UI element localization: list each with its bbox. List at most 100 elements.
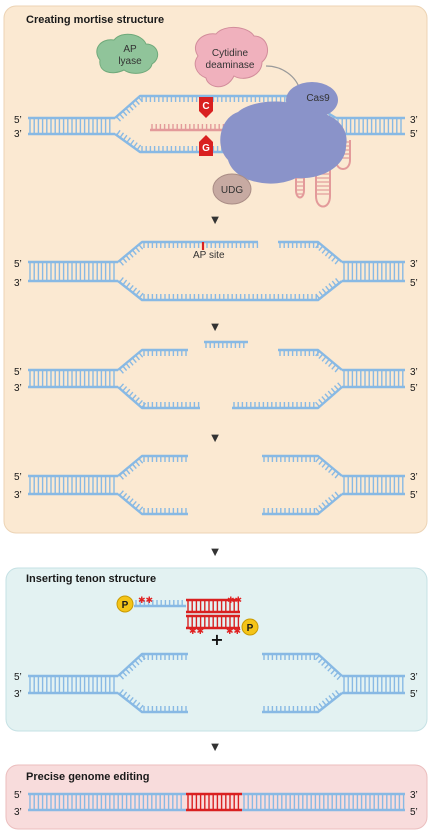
base <box>321 660 327 666</box>
five-prime-label: 5’ <box>410 129 418 140</box>
base <box>321 462 327 468</box>
base <box>134 660 140 666</box>
base <box>318 459 324 466</box>
three-prime-label: 3’ <box>410 259 418 270</box>
right-duplex <box>342 674 405 695</box>
udg-protein: UDG <box>212 173 252 205</box>
phosphate-bottom: P <box>241 618 259 636</box>
left-duplex <box>28 368 118 389</box>
base <box>128 466 134 472</box>
deaminase-label-1: Cytidine <box>212 48 249 59</box>
base <box>328 695 334 701</box>
base <box>134 99 140 105</box>
five-prime-label: 5’ <box>410 490 418 501</box>
down-arrow-icon: ▼ <box>209 212 222 227</box>
base <box>135 503 141 510</box>
five-prime-label: 5’ <box>14 259 22 270</box>
backbone <box>117 652 188 677</box>
base <box>125 668 131 674</box>
down-arrow-icon: ▼ <box>209 739 222 754</box>
base <box>315 350 321 357</box>
base <box>138 352 144 358</box>
base <box>138 292 144 299</box>
down-arrow-icon: ▼ <box>209 544 222 559</box>
base <box>328 253 333 260</box>
base <box>334 258 340 265</box>
modification-stars: ✱✱ <box>138 596 153 606</box>
base <box>324 499 330 506</box>
base <box>333 671 339 678</box>
phosphate-top: P <box>116 595 134 613</box>
base <box>330 387 336 394</box>
sgrna-scaffold <box>315 134 331 208</box>
base <box>315 507 321 514</box>
base <box>138 244 144 250</box>
base <box>135 354 141 361</box>
left-duplex <box>28 474 118 496</box>
base <box>136 144 142 151</box>
base <box>318 504 324 511</box>
base <box>131 249 137 256</box>
base <box>135 246 141 253</box>
bottom-overhang-left <box>117 689 188 714</box>
base <box>328 467 333 474</box>
base <box>321 502 327 508</box>
base <box>318 245 324 252</box>
left-duplex <box>28 116 115 136</box>
base <box>128 391 134 398</box>
five-prime-label: 5’ <box>14 672 22 683</box>
right-duplex <box>342 474 405 496</box>
three-prime-label: 3’ <box>14 383 22 394</box>
base <box>135 290 141 296</box>
ap-lyase-protein: AP lyase <box>96 33 159 74</box>
precise-panel-title: Precise genome editing <box>26 771 149 783</box>
base <box>128 696 134 703</box>
phosphate-bottom-label: P <box>247 623 254 634</box>
base <box>129 139 135 146</box>
base <box>118 674 125 680</box>
base <box>118 260 124 266</box>
top-overhang-right <box>262 652 343 681</box>
base <box>324 250 330 257</box>
base <box>331 364 337 370</box>
base <box>328 361 333 368</box>
base <box>119 113 125 119</box>
ap-lyase-label-1: AP <box>123 44 137 55</box>
base <box>318 353 324 360</box>
base <box>128 360 134 366</box>
base <box>327 666 333 672</box>
base <box>122 386 128 392</box>
base <box>125 495 131 502</box>
three-prime-label: 3’ <box>410 472 418 483</box>
right-duplex <box>342 260 405 283</box>
base <box>331 692 337 699</box>
three-prime-label: 3’ <box>410 672 418 683</box>
five-prime-label: 5’ <box>14 472 22 483</box>
base <box>138 704 144 711</box>
top-strand-right <box>278 240 343 265</box>
base <box>336 674 342 681</box>
base <box>334 366 340 373</box>
mortise-panel-title: Creating mortise structure <box>26 14 164 26</box>
base <box>135 702 141 708</box>
base <box>335 689 340 696</box>
base <box>335 277 340 284</box>
base <box>125 282 131 288</box>
base <box>137 657 143 663</box>
modification-stars: ✱✱ <box>227 596 242 606</box>
base <box>328 283 334 289</box>
three-prime-label: 3’ <box>14 278 22 289</box>
modification-stars: ✱✱ <box>189 627 204 637</box>
base <box>315 705 321 712</box>
three-prime-label: 3’ <box>14 490 22 501</box>
three-prime-label: 3’ <box>14 129 22 140</box>
deaminase-label-2: deaminase <box>206 60 255 71</box>
base <box>125 107 131 114</box>
base <box>318 398 324 405</box>
base <box>331 256 337 262</box>
tenon-panel-title: Inserting tenon structure <box>26 573 156 585</box>
base <box>125 694 131 700</box>
five-prime-label: 5’ <box>410 278 418 289</box>
base <box>334 491 340 498</box>
